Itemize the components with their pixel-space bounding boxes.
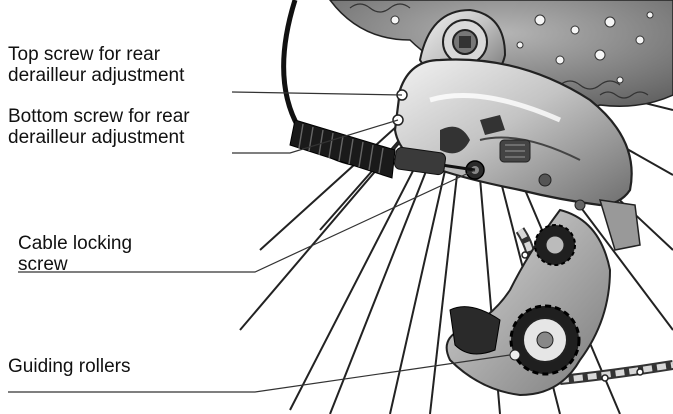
upper-roller — [535, 225, 575, 265]
label-bottom-screw-line1: Bottom screw for rear — [8, 106, 190, 127]
label-top-screw-line1: Top screw for rear — [8, 44, 184, 65]
derailleur-cage — [447, 200, 640, 395]
label-cable-screw-line1: Cable locking — [18, 233, 132, 254]
label-cable-screw: Cable locking screw — [18, 233, 132, 275]
label-bottom-screw-line2: derailleur adjustment — [8, 127, 190, 148]
label-rollers: Guiding rollers — [8, 356, 131, 377]
lower-roller — [511, 306, 579, 374]
label-cable-screw-line2: screw — [18, 254, 132, 275]
label-bottom-screw: Bottom screw for rear derailleur adjustm… — [8, 106, 190, 148]
cable-housing — [290, 120, 395, 178]
label-rollers-line1: Guiding rollers — [8, 356, 131, 377]
label-top-screw-line2: derailleur adjustment — [8, 65, 184, 86]
label-top-screw: Top screw for rear derailleur adjustment — [8, 44, 184, 86]
leader-top-screw — [232, 92, 402, 95]
